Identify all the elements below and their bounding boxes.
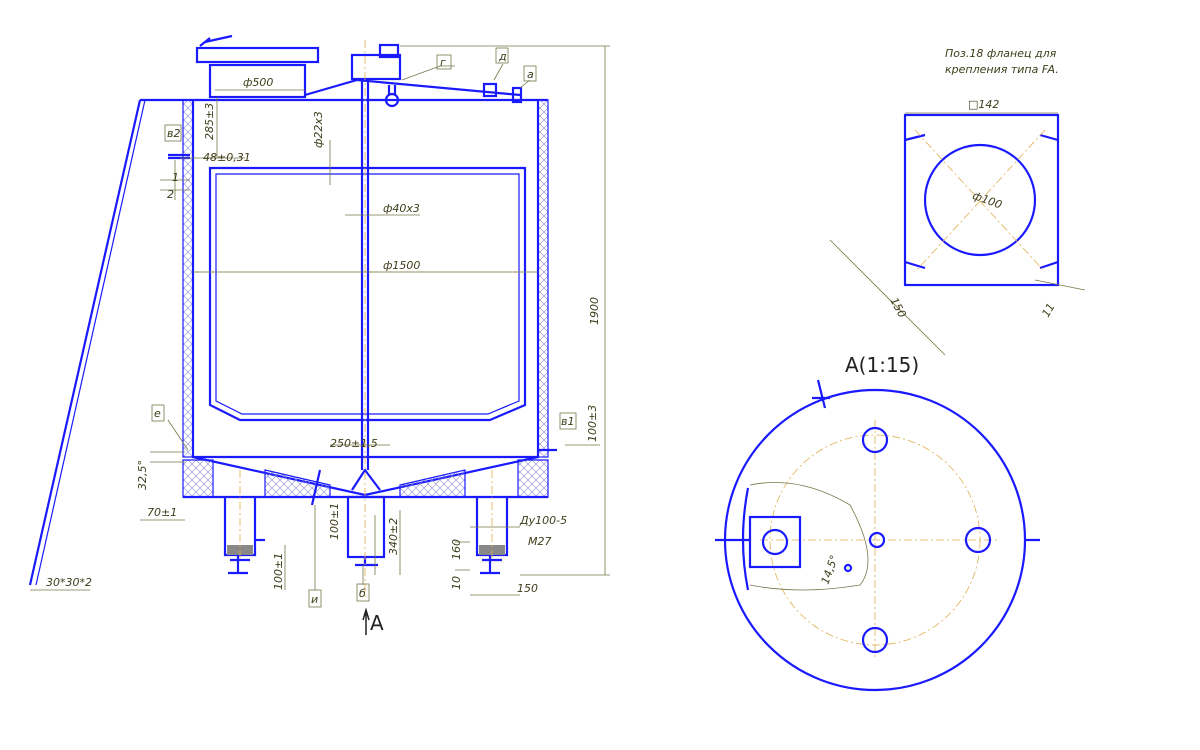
dim-m27: М27 bbox=[528, 535, 552, 548]
flange-bore-dim: ф100 bbox=[971, 189, 1004, 212]
flange-detail: Поз.18 фланец для крепления типа FA. □14… bbox=[829, 47, 1086, 356]
tank-shell bbox=[191, 100, 540, 459]
flange-side-dim: □142 bbox=[968, 98, 999, 111]
note-line-2: крепления типа FA. bbox=[945, 63, 1059, 76]
motor-terminal-box bbox=[378, 43, 400, 59]
dim-lines-wall bbox=[160, 160, 190, 200]
nozzle-a bbox=[511, 86, 523, 104]
dim-1: 1 bbox=[172, 171, 179, 184]
dim-150: 150 bbox=[517, 582, 538, 595]
dim-pipe22: ф22х3 bbox=[312, 111, 325, 148]
bottom-nozzle-i bbox=[310, 469, 322, 506]
nozzle-d bbox=[482, 82, 498, 98]
dim-2: 2 bbox=[167, 188, 174, 201]
conical-bottom bbox=[192, 455, 539, 497]
sight-glass bbox=[384, 92, 400, 108]
note-line-1: Поз.18 фланец для bbox=[945, 47, 1057, 60]
flange-centerlines bbox=[914, 129, 1046, 273]
heating-coil bbox=[208, 166, 527, 422]
callout-d: д bbox=[498, 50, 507, 63]
callout-i-box bbox=[308, 589, 322, 608]
left-insulation bbox=[182, 99, 194, 458]
callout-v1: в1 bbox=[561, 415, 574, 428]
dim-32: 32,5° bbox=[136, 460, 149, 490]
dim-250: 250±1,5 bbox=[330, 437, 378, 450]
drain-foot bbox=[355, 557, 378, 567]
callout-v2-box bbox=[164, 124, 182, 142]
dim-lines bbox=[30, 89, 600, 596]
dim-160: 160 bbox=[450, 539, 463, 560]
square-flange-bore bbox=[761, 528, 789, 556]
dim-285: 285±3 bbox=[203, 103, 216, 140]
callout-b: б bbox=[359, 587, 366, 600]
heating-coil-inner bbox=[215, 173, 520, 415]
callout-a: а bbox=[527, 68, 534, 81]
dim-manhole: ф500 bbox=[243, 76, 273, 89]
flange-slots bbox=[904, 133, 1059, 270]
small-fitting bbox=[843, 563, 853, 573]
side-bracket bbox=[741, 487, 750, 591]
right-insulation bbox=[537, 99, 549, 458]
drain-valve bbox=[346, 495, 386, 559]
dim-340: 340±2 bbox=[387, 518, 400, 555]
callout-d-box bbox=[495, 47, 509, 64]
callout-a-box bbox=[523, 65, 537, 82]
dim-100b: 100±1 bbox=[272, 553, 285, 590]
support-angle-bar bbox=[28, 99, 142, 586]
cover-handle bbox=[199, 34, 233, 47]
callout-e: е bbox=[154, 407, 161, 420]
center-drain bbox=[868, 531, 886, 549]
square-flange bbox=[748, 515, 802, 569]
callout-v1-box bbox=[559, 412, 577, 430]
motor bbox=[350, 53, 402, 81]
support-angle-bar-edge bbox=[35, 99, 146, 586]
tank-elevation bbox=[28, 34, 610, 600]
callouts: г д а в2 в1 е и б A bbox=[151, 47, 577, 635]
dim-70: 70±1 bbox=[147, 506, 177, 519]
section-arrow-label: A bbox=[370, 611, 384, 635]
section-arrow-icon bbox=[362, 607, 370, 635]
view-angle-dim: 14,5° bbox=[819, 553, 841, 586]
dim-1500: ф1500 bbox=[383, 259, 420, 272]
view-centerlines bbox=[760, 420, 1000, 660]
view-nozzles bbox=[715, 379, 1040, 542]
dim-10: 10 bbox=[450, 576, 463, 590]
flange-slot-dim: 11 bbox=[1039, 301, 1057, 320]
port-right bbox=[964, 526, 992, 554]
agitator-shaft bbox=[360, 80, 370, 470]
flange-plate bbox=[903, 113, 1060, 287]
roof-line bbox=[304, 78, 521, 97]
port-top bbox=[861, 426, 889, 454]
flange-bore bbox=[923, 143, 1037, 257]
bottom-insulation bbox=[182, 459, 549, 498]
dim-100-3: 100±3 bbox=[586, 405, 599, 442]
dim-du100: Ду100-5 bbox=[519, 514, 567, 527]
dim-shaft40: ф40х3 bbox=[383, 202, 420, 215]
view-a: A(1:15) 14,5° bbox=[715, 353, 1040, 692]
dim-48: 48±0,31 bbox=[203, 151, 251, 164]
callout-b-box bbox=[356, 583, 370, 602]
callout-g: г bbox=[440, 56, 446, 69]
flange-diag-dim: 150 bbox=[887, 295, 908, 320]
port-bottom bbox=[861, 626, 889, 654]
dim-1900: 1900 bbox=[588, 297, 601, 325]
callout-i: и bbox=[311, 593, 318, 606]
bottom-bearing bbox=[351, 468, 381, 491]
callout-leaders bbox=[167, 63, 531, 590]
manhole bbox=[208, 63, 307, 99]
dimension-labels: ф500 285±3 48±0,31 1 2 ф22х3 ф40х3 ф1500… bbox=[46, 76, 601, 595]
manhole-cover bbox=[195, 46, 320, 64]
flange-dim-lines bbox=[829, 239, 1086, 356]
callout-v2: в2 bbox=[167, 127, 180, 140]
dim-angle-bar: 30*30*2 bbox=[46, 576, 92, 589]
view-title: A(1:15) bbox=[845, 353, 919, 377]
centerlines bbox=[193, 40, 538, 600]
callout-e-box bbox=[151, 404, 165, 422]
callout-g-box bbox=[436, 54, 452, 70]
local-section-outline bbox=[749, 482, 869, 591]
dim-100a: 100±1 bbox=[328, 503, 341, 540]
dim-lines-height bbox=[400, 45, 610, 576]
sight-glass-neck bbox=[387, 85, 397, 95]
